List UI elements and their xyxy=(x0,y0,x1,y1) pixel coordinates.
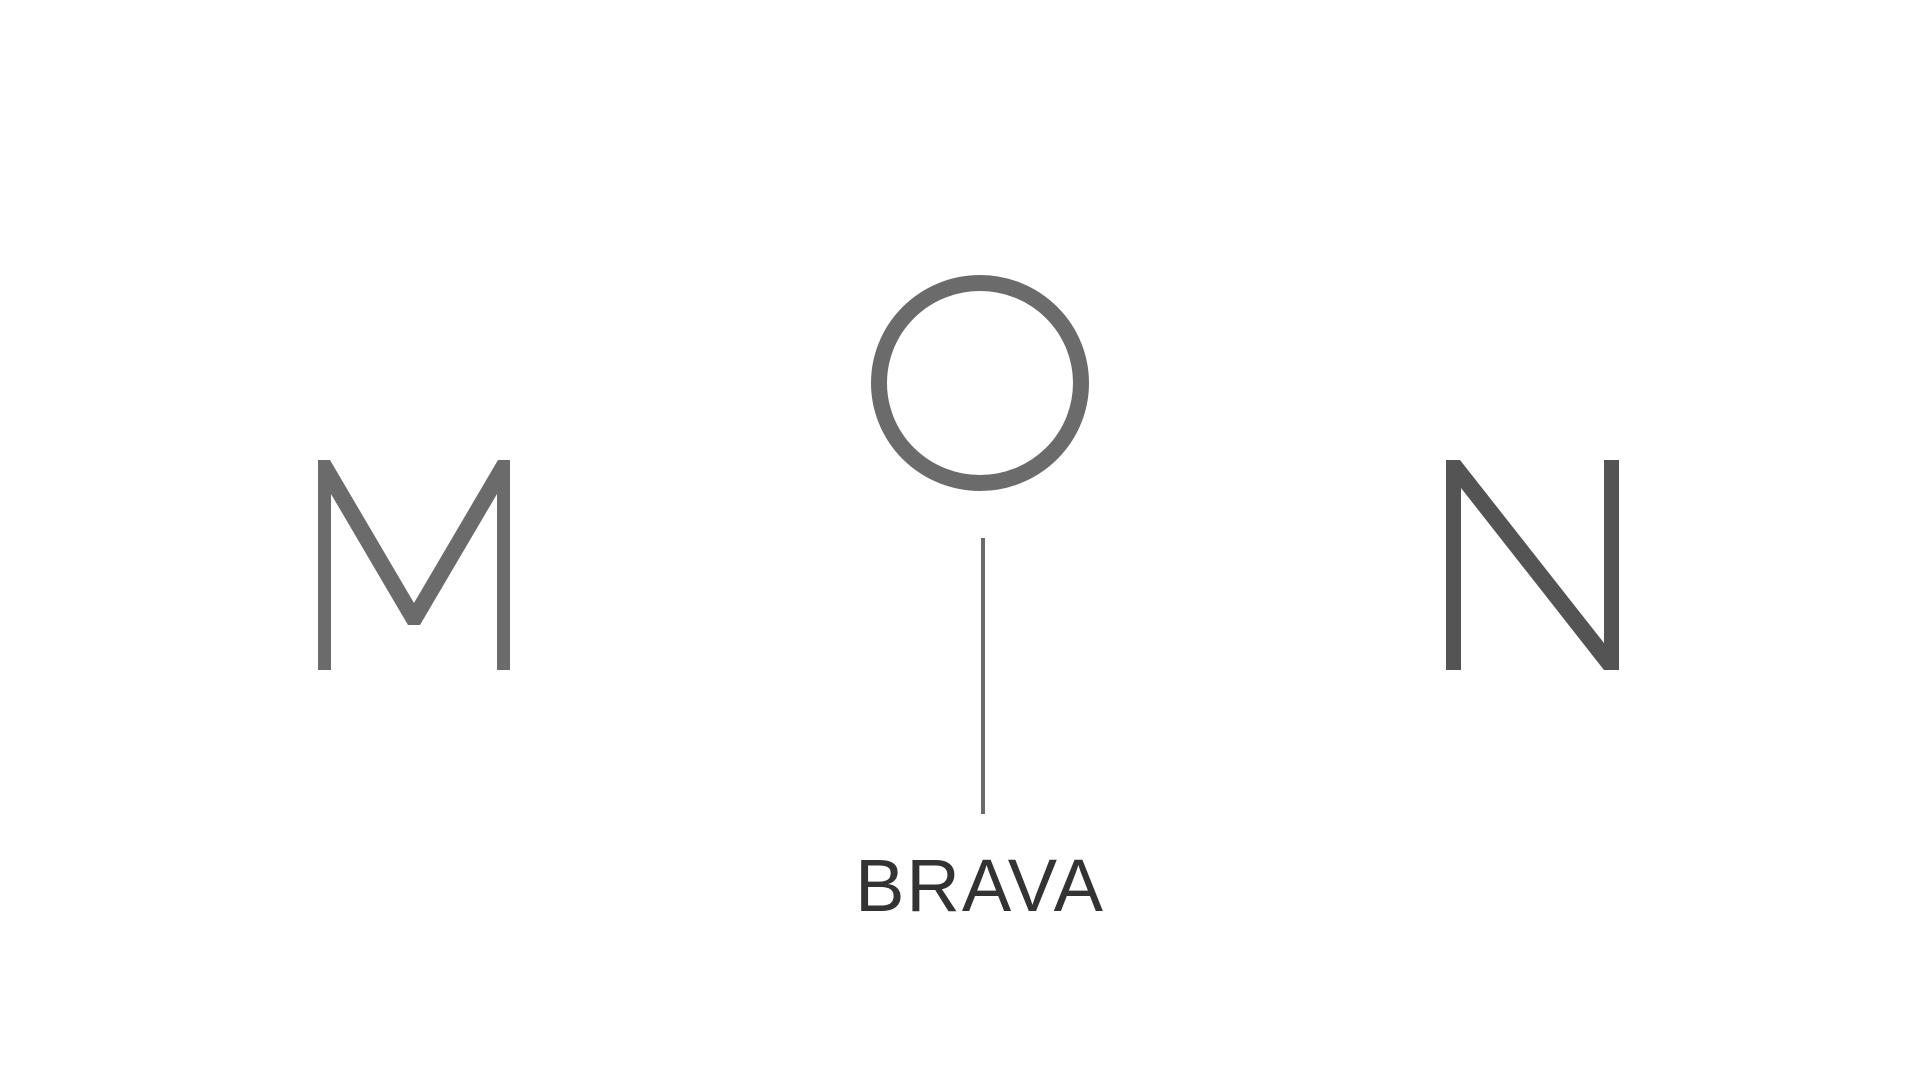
logo-letter-o: O xyxy=(871,275,1089,491)
logo-divider-line xyxy=(981,538,985,814)
logo-letter-n: N xyxy=(1446,460,1619,670)
logo-letter-m: M xyxy=(318,460,510,670)
logo-subtitle: BRAVA xyxy=(855,844,1105,927)
